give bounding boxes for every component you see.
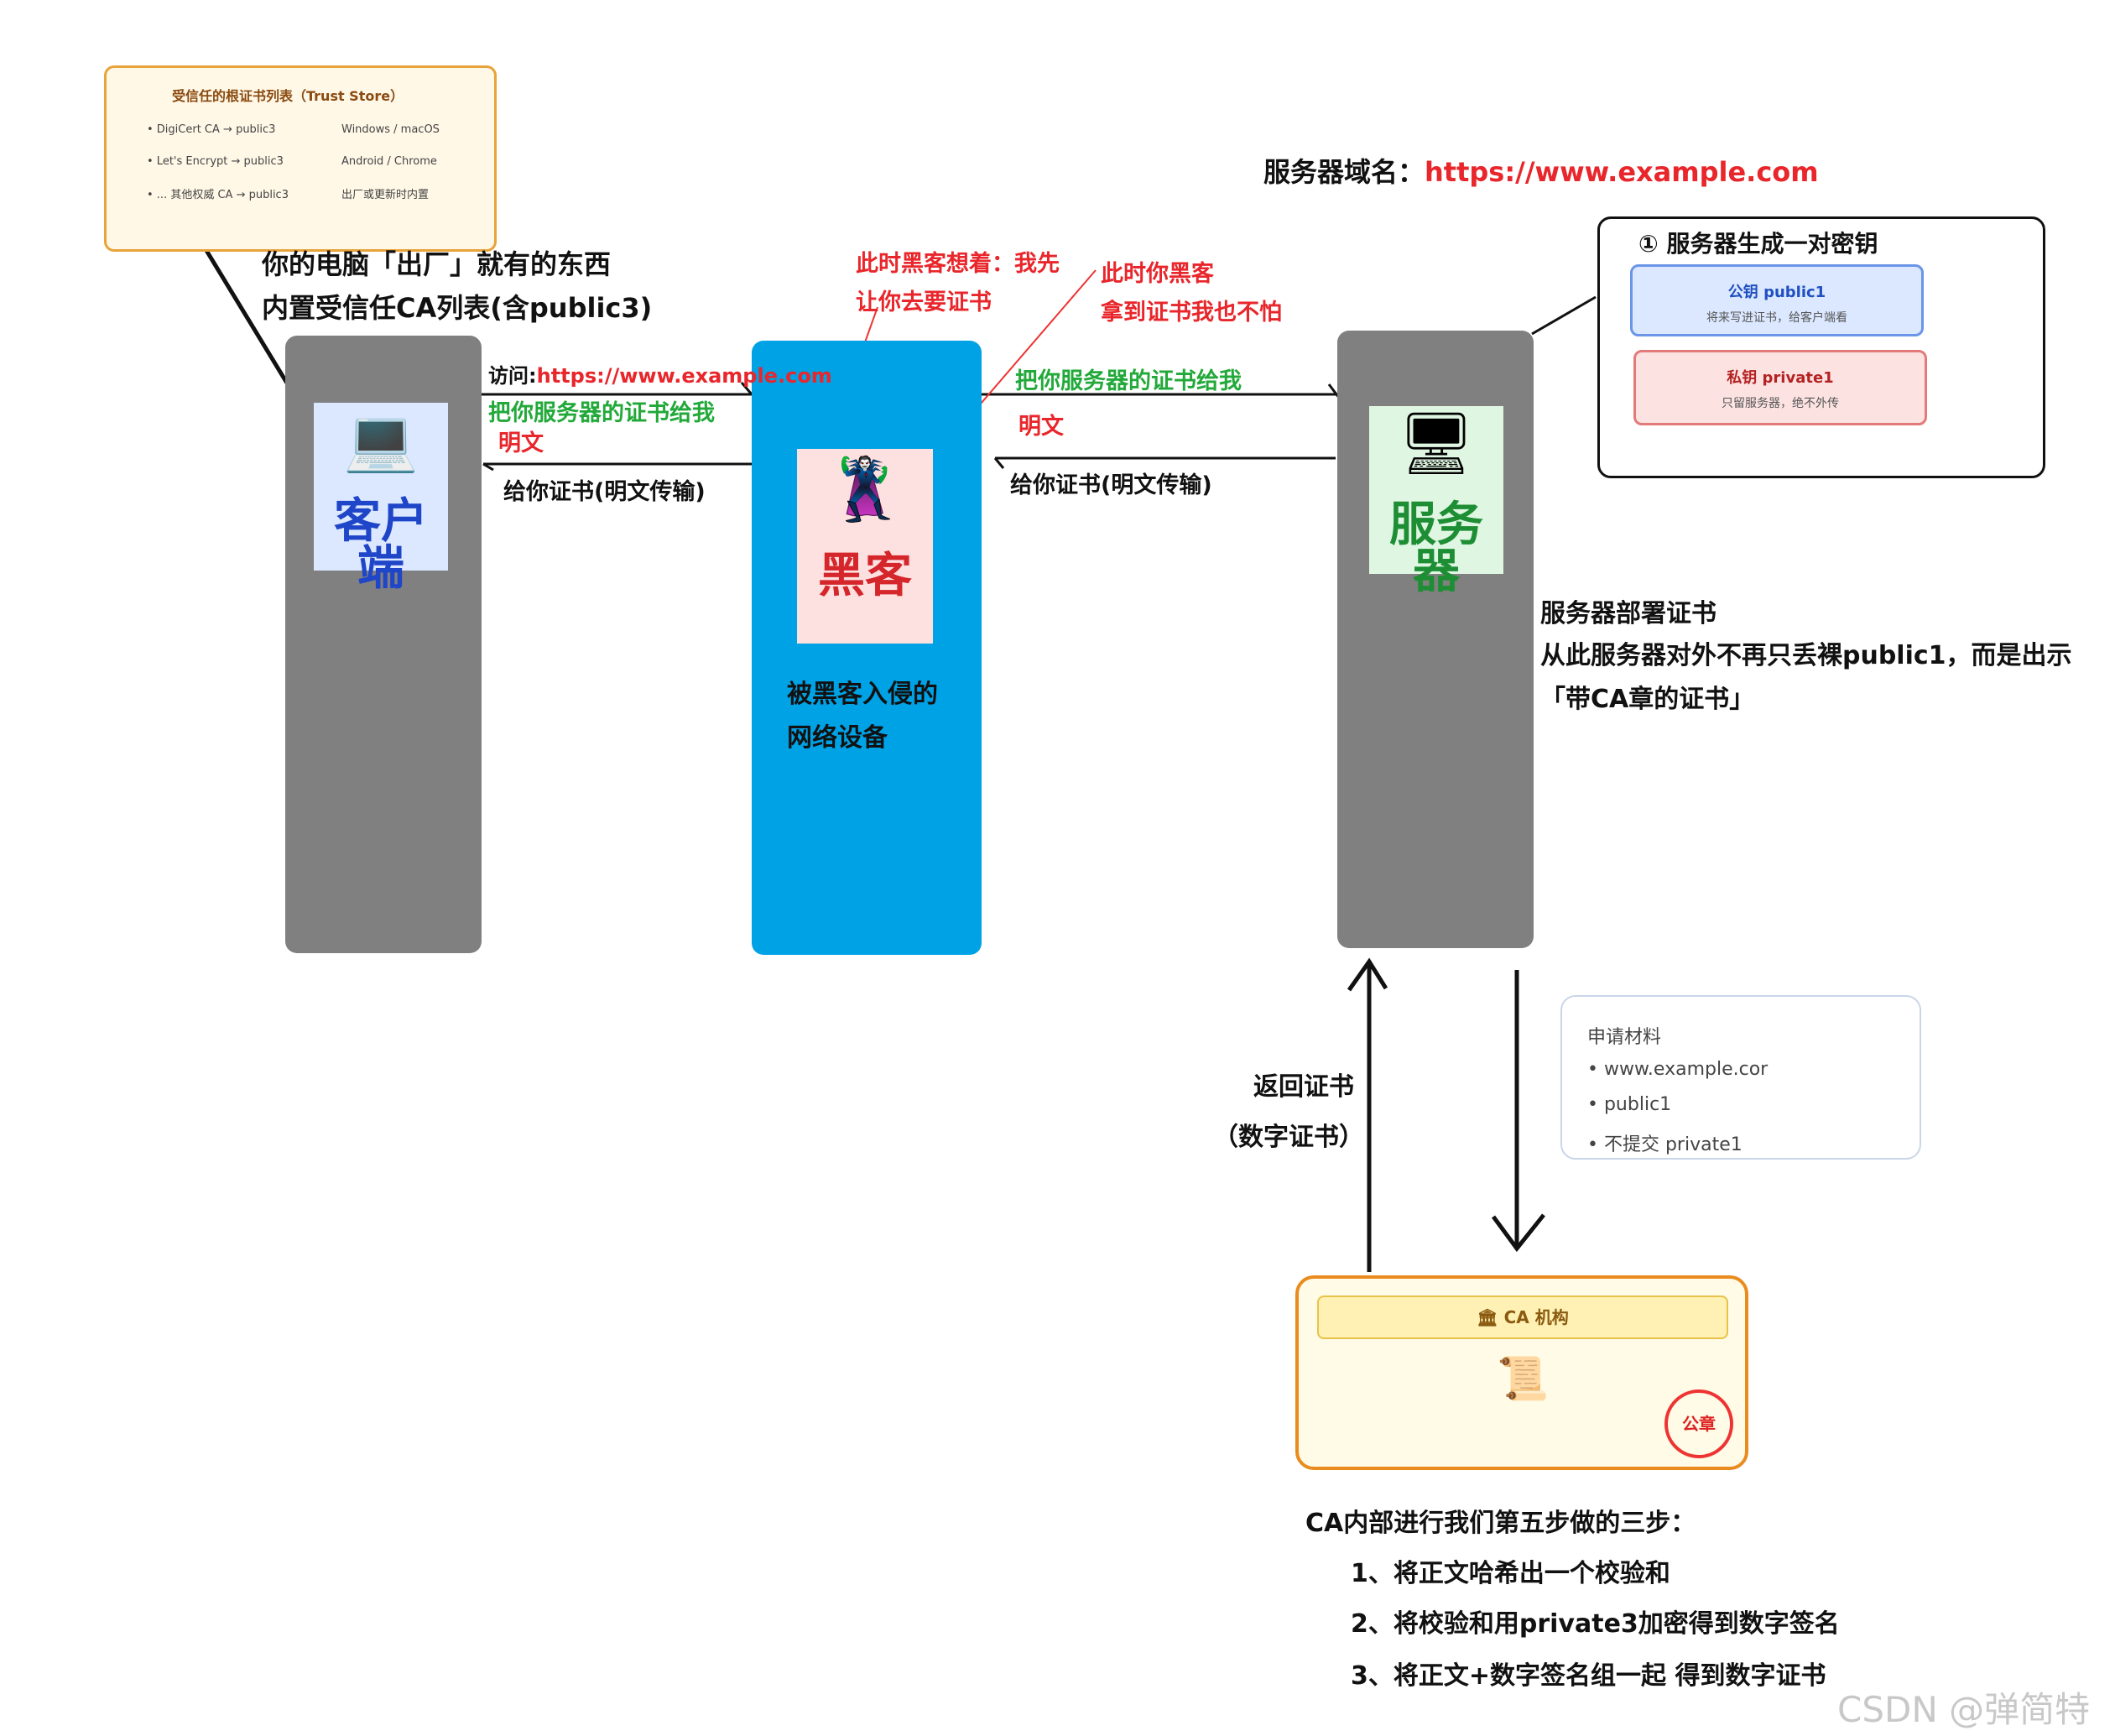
- hacker-pillar: [752, 341, 982, 955]
- hacker-card: 🦹 黑客: [797, 449, 933, 644]
- hacker-thought1-line2: 让你去要证书: [856, 289, 992, 315]
- watermark: CSDN @弹简特: [1837, 1689, 2091, 1730]
- left-request: 把你服务器的证书给我: [488, 400, 715, 426]
- public-key-box: 公钥 public1 将来写进证书，给客户端看: [1630, 264, 1924, 336]
- server-deploy-line2: 从此服务器对外不再只丢裸public1，而是出示: [1540, 641, 2072, 670]
- visit-prefix: 访问:: [488, 364, 537, 388]
- right-request: 把你服务器的证书给我: [1015, 368, 1242, 394]
- server-name: 服务器: [1389, 498, 1483, 599]
- left-response: 给你证书(明文传输): [503, 479, 706, 505]
- keypair-title: ① 服务器生成一对密钥: [1638, 230, 1878, 258]
- materials-item: • public1: [1587, 1094, 1672, 1115]
- materials-item: • 不提交 private1: [1587, 1134, 1743, 1155]
- visit-message: 访问:https://www.example.com: [488, 359, 832, 388]
- client-card: 💻 客户端: [314, 403, 448, 592]
- scroll-icon: 📜: [1497, 1354, 1550, 1403]
- server-domain-url: https://www.example.com: [1425, 156, 1819, 188]
- private-key-box: 私钥 private1 只留服务器，绝不外传: [1633, 350, 1927, 425]
- right-plaintext: 明文: [1018, 414, 1064, 440]
- server-deploy-line3: 「带CA章的证书」: [1540, 685, 1755, 714]
- public-key-desc: 将来写进证书，给客户端看: [1706, 311, 1847, 325]
- ca-steps-heading: CA内部进行我们第五步做的三步：: [1305, 1509, 1696, 1538]
- server-deploy-line1: 服务器部署证书: [1540, 599, 1716, 628]
- client-note-line2: 内置受信任CA列表(含public3): [262, 292, 653, 324]
- ca-step1: 1、将正文哈希出一个校验和: [1351, 1559, 1670, 1588]
- hacker-name: 黑客: [818, 549, 912, 603]
- left-plaintext: 明文: [498, 430, 544, 456]
- trust-row-right: Android / Chrome: [341, 155, 437, 168]
- ca-seal: 公章: [1664, 1389, 1733, 1458]
- trust-row-left: • DigiCert CA → public3: [147, 123, 276, 136]
- right-response: 给你证书(明文传输): [1010, 472, 1212, 498]
- server-domain-label: 服务器域名：: [1263, 156, 1425, 188]
- trust-store-box: 受信任的根证书列表（Trust Store） • DigiCert CA → p…: [104, 65, 497, 252]
- return-cert-line2: （数字证书）: [1213, 1123, 1364, 1152]
- client-note-line1: 你的电脑「出厂」就有的东西: [262, 248, 612, 280]
- server-card: 🖥 服务器: [1369, 406, 1503, 596]
- hacker-icon: 🦹: [827, 454, 903, 524]
- private-key-name: 私钥 private1: [1727, 369, 1834, 387]
- trust-row-right: 出厂或更新时内置: [341, 189, 430, 201]
- hacker-thought2-line2: 拿到证书我也不怕: [1101, 300, 1282, 326]
- trust-store-title: 受信任的根证书列表（Trust Store）: [172, 88, 404, 104]
- hacker-device-line2: 网络设备: [787, 723, 888, 753]
- hacker-device-line1: 被黑客入侵的: [787, 680, 938, 709]
- client-name: 客户端: [334, 494, 428, 596]
- trust-row-left: • ... 其他权威 CA → public3: [147, 189, 289, 201]
- ca-step3: 3、将正文+数字签名组一起 得到数字证书: [1351, 1661, 1826, 1691]
- return-cert-line1: 返回证书: [1253, 1072, 1354, 1102]
- ca-title: 🏛 CA 机构: [1317, 1295, 1728, 1339]
- keypair-box: ① 服务器生成一对密钥 公钥 public1 将来写进证书，给客户端看 私钥 p…: [1597, 216, 2045, 478]
- hacker-thought2-line1: 此时你黑客: [1101, 261, 1214, 287]
- ca-box: 🏛 CA 机构 📜 公章: [1295, 1275, 1748, 1470]
- materials-item: • www.example.cor: [1587, 1059, 1769, 1080]
- visit-url: https://www.example.com: [536, 364, 832, 388]
- laptop-icon: 💻: [343, 404, 419, 475]
- public-key-name: 公钥 public1: [1727, 284, 1826, 301]
- private-key-desc: 只留服务器，绝不外传: [1722, 397, 1839, 410]
- trust-row-right: Windows / macOS: [341, 123, 440, 136]
- server-domain: 服务器域名：https://www.example.com: [1263, 151, 1819, 190]
- desktop-icon: 🖥: [1398, 408, 1475, 478]
- hacker-thought1-line1: 此时黑客想着：我先: [856, 251, 1060, 277]
- materials-box: 申请材料 • www.example.cor • public1 • 不提交 p…: [1560, 995, 1921, 1160]
- materials-title: 申请材料: [1587, 1027, 1662, 1048]
- trust-row-left: • Let's Encrypt → public3: [147, 155, 284, 168]
- ca-step2: 2、将校验和用private3加密得到数字签名: [1351, 1609, 1840, 1639]
